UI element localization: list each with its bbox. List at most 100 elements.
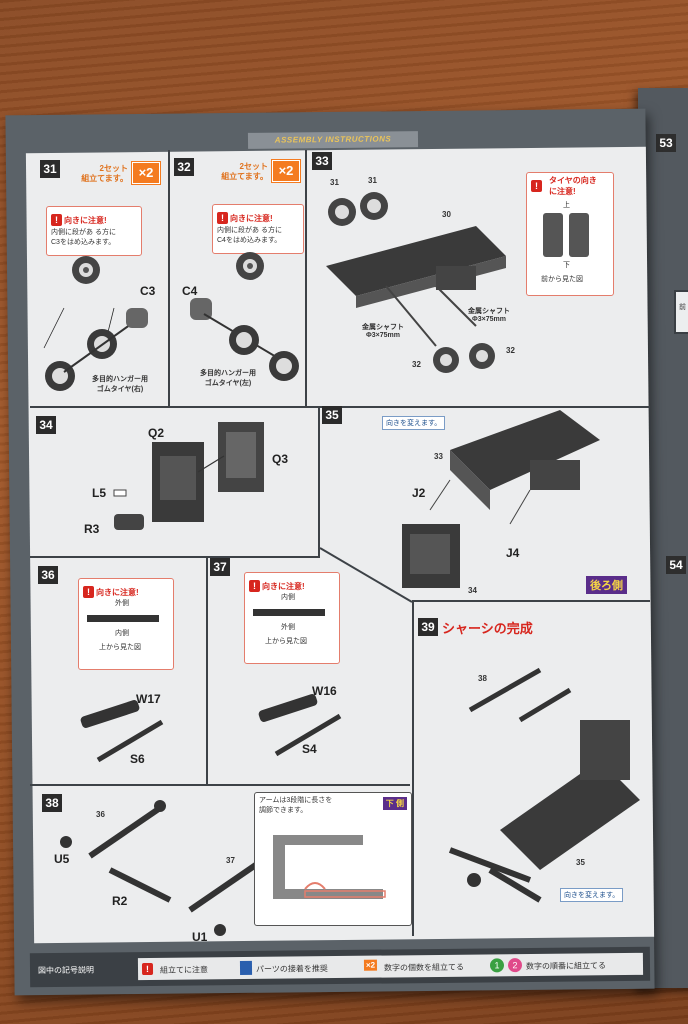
step-39-ref-38: 38 bbox=[478, 674, 487, 683]
right-page-step-number: 53 bbox=[656, 134, 676, 152]
step-33-view-label: 前から見た図 bbox=[541, 276, 583, 283]
col-divider-32-33 bbox=[305, 150, 307, 406]
step-35-bracket-illustration bbox=[402, 524, 460, 588]
step-31-caution-box: !向きに注意! 内側に段があ る方に C3をはめ込みます。 bbox=[46, 206, 142, 256]
step-39-ref-35: 35 bbox=[576, 858, 585, 867]
step-35-rotate-note: 向きを変えます。 bbox=[382, 416, 446, 430]
step-31-part-c3: C3 bbox=[140, 284, 156, 298]
step-31-number: 31 bbox=[40, 160, 60, 178]
step-34-part-l5: L5 bbox=[92, 486, 107, 500]
legend-glue: パーツの接着を推奨 bbox=[255, 964, 328, 974]
step-31-tire-label: 多目的ハンガー用 ゴムタイヤ(右) bbox=[92, 376, 148, 393]
caution-icon: ! bbox=[51, 214, 62, 226]
caution-icon: ! bbox=[217, 212, 228, 224]
legend-count: 数字の個数を組立てる bbox=[383, 962, 465, 973]
row-divider-3 bbox=[30, 784, 410, 786]
legend-items-bar: ! 組立てに注意 パーツの接着を推奨 ×2 数字の個数を組立てる 1 2 数字の… bbox=[137, 952, 644, 981]
step-32-part-c4: C4 bbox=[182, 284, 198, 298]
step-34-part-q3: Q3 bbox=[272, 452, 289, 466]
arm-top-view bbox=[87, 615, 159, 622]
step-37-arm-illustration bbox=[258, 694, 342, 757]
step-38-ref-36: 36 bbox=[96, 810, 105, 819]
step-37-outer: 外側 bbox=[281, 624, 295, 631]
step-38-bottom-label: 下 側 bbox=[382, 797, 407, 810]
step-35-ref-33: 33 bbox=[434, 452, 443, 461]
step-33-down-label: 下 bbox=[563, 262, 570, 269]
right-page-snippet: 前 bbox=[679, 304, 686, 311]
step-36-outer: 外側 bbox=[115, 600, 129, 607]
step-32-tire-label: 多目的ハンガー用 ゴムタイヤ(左) bbox=[200, 370, 256, 387]
step-38-ref-37: 37 bbox=[226, 856, 235, 865]
legend-caution: 組立てに注意 bbox=[159, 965, 209, 975]
caution-icon: ! bbox=[531, 180, 542, 192]
step-33-shaft-2: 金属シャフト Φ3×75mm bbox=[468, 308, 510, 323]
legend-title: 図中の記号説明 bbox=[37, 965, 95, 976]
step-37-part-s4: S4 bbox=[302, 742, 317, 756]
step-38-arm-note-box: アームは3段階に長さを 調節できます。 下 側 bbox=[254, 792, 412, 926]
step-31-caution-text: 内側に段があ る方に C3をはめ込みます。 bbox=[51, 229, 116, 246]
order-2-icon: 2 bbox=[507, 958, 523, 973]
step-33-part-30: 30 bbox=[442, 210, 451, 219]
order-1-icon: 1 bbox=[489, 958, 505, 973]
step-33-caution-title: タイヤの向き に注意! bbox=[549, 176, 597, 196]
tire-tread-icon bbox=[543, 213, 589, 257]
right-page-step-number-2: 54 bbox=[666, 556, 686, 574]
step-32-caution-title: 向きに注意! bbox=[230, 214, 273, 223]
step-36-caution-title: 向きに注意! bbox=[96, 588, 139, 597]
step-38-part-u5: U5 bbox=[54, 852, 70, 866]
step-36-inner: 内側 bbox=[115, 630, 129, 637]
step-35-part-j4: J4 bbox=[506, 546, 520, 560]
step-38-arm-note: アームは3段階に長さを 調節できます。 bbox=[259, 797, 333, 814]
col-divider-31-32 bbox=[168, 150, 170, 406]
step-37-caution-title: 向きに注意! bbox=[262, 582, 305, 591]
row-divider-39 bbox=[412, 600, 650, 602]
step-32-tire-illustration bbox=[190, 252, 299, 381]
step-33-shaft-1: 金属シャフト Φ3×75mm bbox=[362, 324, 404, 339]
step-35-number: 35 bbox=[322, 406, 342, 424]
arm-top-view bbox=[253, 609, 325, 616]
legend-order: 数字の順番に組立てる bbox=[525, 961, 607, 972]
step-32-set-note: 2セット 組立てます。 bbox=[221, 162, 268, 181]
step-34-number: 34 bbox=[36, 416, 56, 434]
caution-icon: ! bbox=[249, 580, 260, 592]
step-37-number: 37 bbox=[210, 558, 230, 576]
step-37-inner: 内側 bbox=[281, 594, 295, 601]
step-39-title: シャーシの完成 bbox=[442, 621, 533, 636]
multiplier-icon: ×2 bbox=[363, 959, 378, 971]
step-31-tire-illustration bbox=[43, 256, 148, 391]
step-34-illustration bbox=[113, 422, 264, 530]
step-38-number: 38 bbox=[42, 794, 62, 812]
step-33-ref-32b: 32 bbox=[506, 346, 515, 355]
step-33-ref-31b: 31 bbox=[368, 176, 377, 185]
step-33-ref-31a: 31 bbox=[330, 178, 339, 187]
step-35-part-j2: J2 bbox=[412, 486, 426, 500]
step-33-caution-box: ! タイヤの向き に注意! 上 下 前から見た図 bbox=[526, 172, 614, 296]
step-39-completed-chassis-illustration bbox=[448, 667, 640, 903]
step-37-part-w16: W16 bbox=[312, 684, 337, 698]
step-36-number: 36 bbox=[38, 566, 58, 584]
step-35-chassis-illustration bbox=[429, 410, 600, 525]
step-33-ref-32a: 32 bbox=[412, 360, 421, 369]
step-38-part-r2: R2 bbox=[112, 894, 128, 908]
caution-icon: ! bbox=[141, 962, 154, 976]
step-33-chassis-illustration bbox=[326, 192, 506, 373]
col-divider-39 bbox=[412, 600, 414, 936]
right-page-panel: 前 bbox=[674, 290, 688, 334]
col-divider-34-35 bbox=[318, 406, 320, 556]
step-38-part-u1: U1 bbox=[192, 930, 208, 944]
step-32-number: 32 bbox=[174, 158, 194, 176]
legend-footer: 図中の記号説明 ! 組立てに注意 パーツの接着を推奨 ×2 数字の個数を組立てる… bbox=[29, 946, 651, 988]
col-divider-36-37 bbox=[206, 556, 208, 784]
arm-adjust-illustration bbox=[273, 835, 386, 899]
glue-icon bbox=[239, 960, 253, 976]
step-33-up-label: 上 bbox=[563, 202, 570, 209]
step-32-multiplier: ×2 bbox=[271, 159, 301, 183]
step-31-set-note: 2セット 組立てます。 bbox=[81, 164, 128, 183]
step-35-ref-34: 34 bbox=[468, 586, 477, 595]
caution-icon: ! bbox=[83, 586, 94, 598]
step-36-caution-box: !向きに注意! 外側 内側 上から見た図 bbox=[78, 578, 174, 670]
step-36-arm-illustration bbox=[80, 700, 164, 763]
step-31-caution-title: 向きに注意! bbox=[64, 216, 107, 225]
step-32-caution-text: 内側に段があ る方に C4をはめ込みます。 bbox=[217, 227, 282, 244]
step-39-number: 39 bbox=[418, 618, 438, 636]
